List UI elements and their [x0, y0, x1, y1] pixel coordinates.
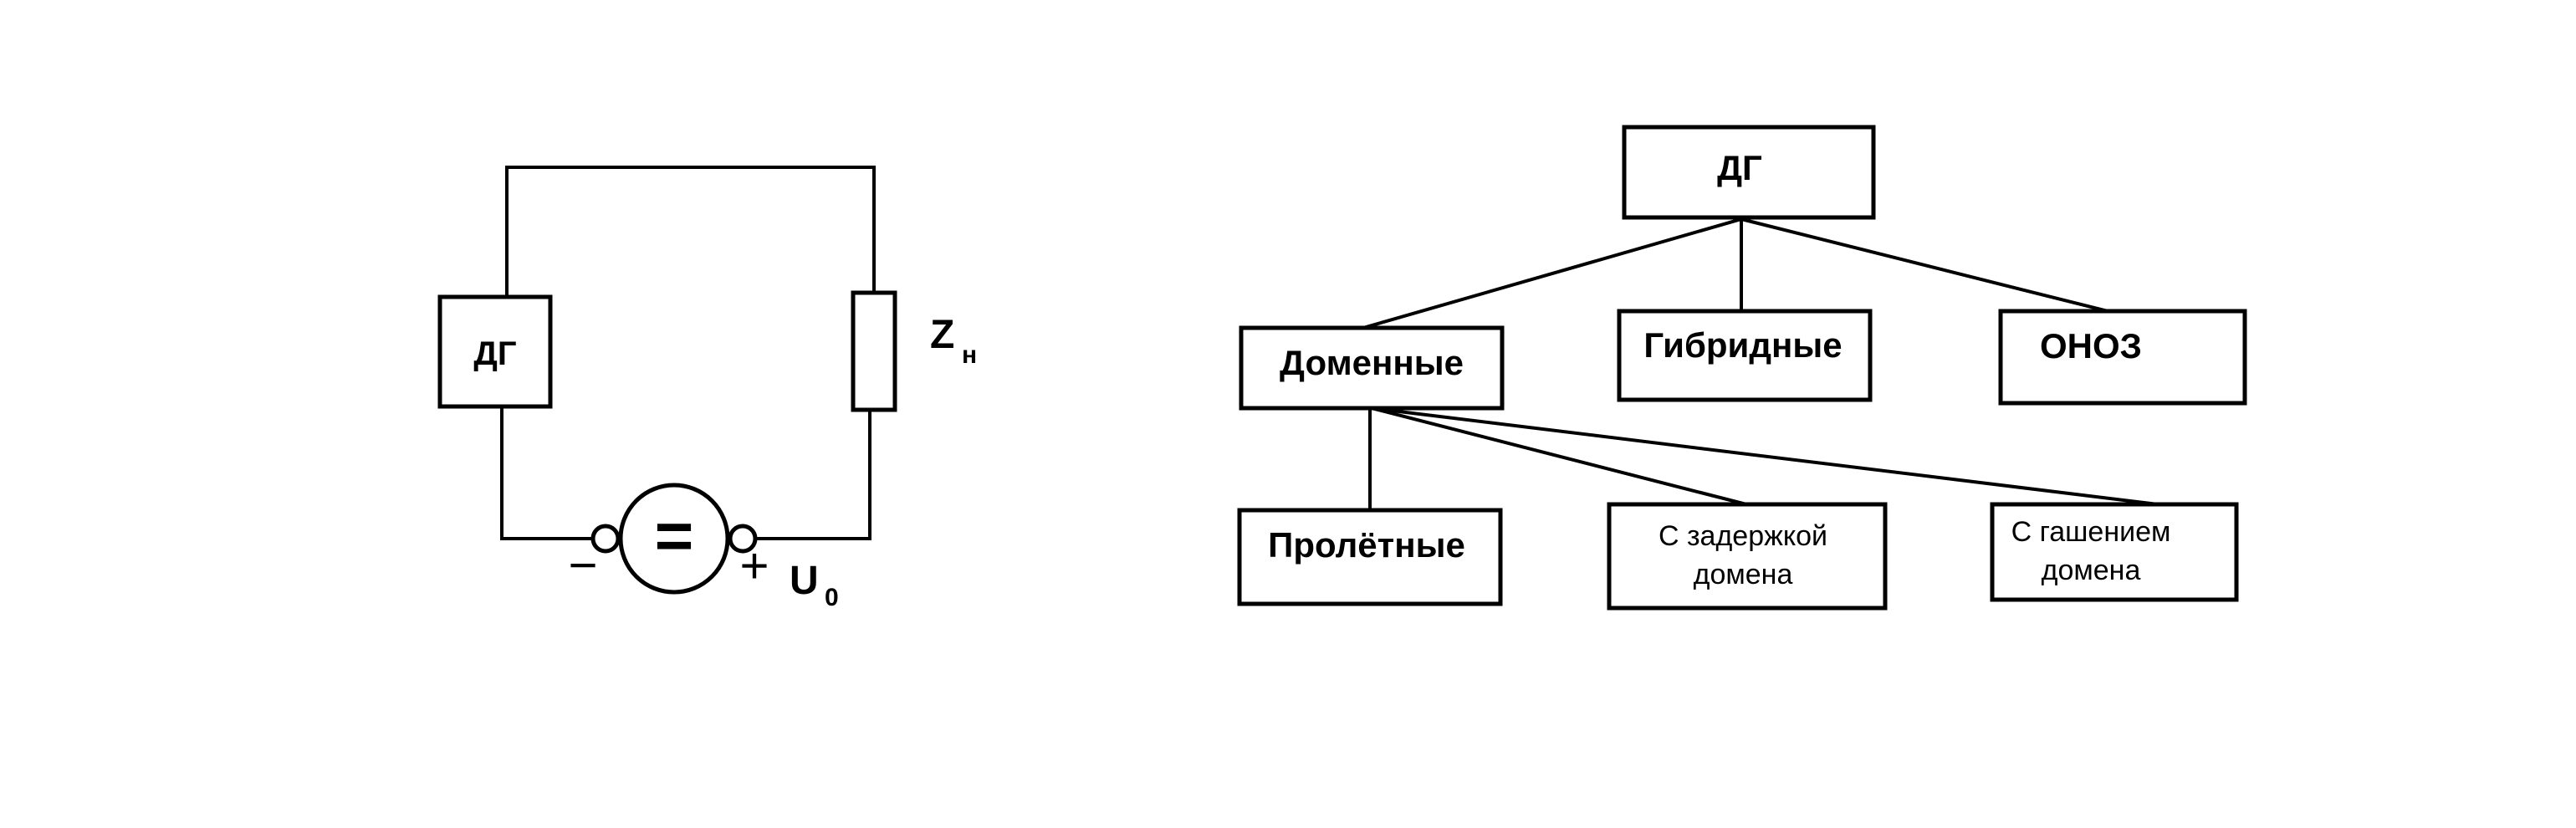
node-delay-label-line2: домена [1694, 559, 1793, 590]
generator-label: ДГ [473, 335, 516, 372]
node-hybrid-label: Гибридные [1643, 325, 1842, 365]
load-subscript: н [962, 341, 977, 369]
node-quench-label-line1: С гашением [2011, 516, 2171, 548]
node-hybrid [1617, 309, 1873, 402]
right-bottom-wire [756, 408, 871, 540]
edge-root-domain [1361, 217, 1744, 330]
tree-root-node [1622, 125, 1876, 220]
dc-source-symbol: = [590, 483, 758, 595]
circuit-diagram: ДГ Z н = − + U 0 [437, 166, 977, 611]
voltage-symbol: U [790, 559, 819, 603]
generator-box [437, 294, 553, 409]
voltage-subscript: 0 [825, 584, 839, 611]
node-transit [1237, 508, 1503, 606]
edge-domain-quench [1369, 406, 2160, 507]
tree-root-label: ДГ [1717, 148, 1762, 187]
plus-sign: + [739, 538, 769, 594]
dc-source-equals: = [655, 498, 694, 573]
edge-domain-delay [1369, 406, 1749, 507]
node-transit-label: Пролётные [1268, 525, 1465, 565]
minus-terminal [590, 524, 621, 554]
load-resistor [851, 290, 897, 412]
top-wire [505, 166, 876, 299]
node-quench [1990, 502, 2239, 602]
node-domain [1239, 325, 1505, 411]
edge-root-onoz [1739, 217, 2110, 314]
node-onoz-label: ОНОЗ [2040, 326, 2142, 365]
classification-tree: ДГ Доменные Гибридные ОНОЗ Пролётные С з… [1237, 125, 2247, 611]
left-bottom-wire [500, 405, 593, 540]
node-delay-label-line1: С задержкой [1659, 520, 1827, 552]
node-delay [1607, 502, 1888, 611]
load-symbol: Z [930, 313, 954, 357]
node-onoz [1998, 309, 2247, 406]
minus-sign: − [568, 537, 597, 593]
dc-source-circle [618, 483, 730, 595]
plus-terminal [728, 524, 758, 554]
node-domain-label: Доменные [1280, 343, 1464, 382]
node-quench-label-line2: домена [2042, 555, 2141, 586]
